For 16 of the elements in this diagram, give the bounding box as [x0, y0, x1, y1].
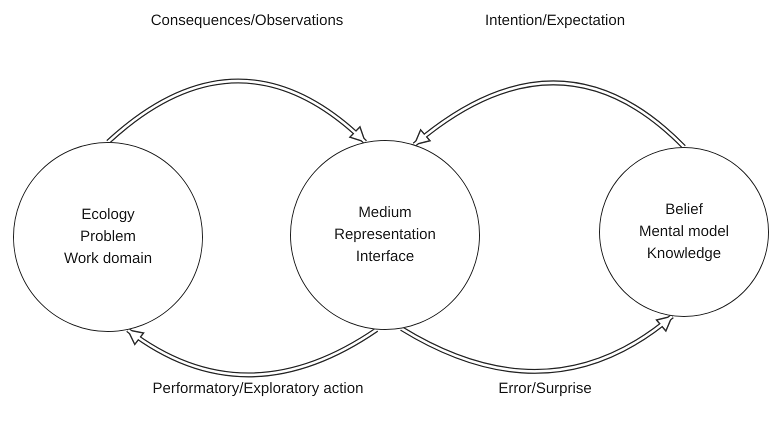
node-text: Ecology — [81, 205, 135, 225]
edge-label: Performatory/Exploratory action — [152, 379, 364, 399]
double-line-arrow — [126, 328, 378, 378]
node-text: Representation — [334, 225, 436, 245]
node-text: Problem — [80, 227, 136, 247]
double-line-arrow — [412, 80, 686, 149]
node-text: Knowledge — [646, 244, 722, 264]
edge-label: Error/Surprise — [497, 379, 593, 399]
node-text: Mental model — [638, 222, 730, 242]
node-text: Belief — [665, 200, 703, 220]
edge-label: Consequences/Observations — [150, 11, 344, 31]
node-text: Interface — [356, 247, 414, 267]
edge-label: Intention/Expectation — [484, 11, 626, 31]
node-text: Medium — [358, 203, 412, 223]
node-text: Work domain — [64, 249, 152, 269]
double-line-arrow — [106, 78, 367, 144]
